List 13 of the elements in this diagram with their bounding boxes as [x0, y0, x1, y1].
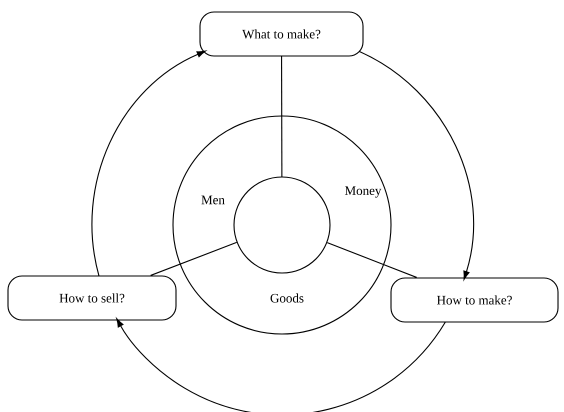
ring-label: Goods	[270, 293, 304, 303]
arrow	[91, 50, 206, 276]
ring-label: Men	[201, 196, 225, 204]
spoke-line	[327, 242, 417, 278]
spoke-line	[150, 242, 237, 276]
spoke-line	[281, 56, 282, 176]
arrow	[116, 318, 446, 412]
center-circle	[233, 176, 331, 274]
process-box: What to make?	[199, 11, 364, 57]
process-box: How to make?	[390, 277, 559, 323]
arrow	[359, 51, 474, 280]
ring-label: Money	[344, 186, 382, 198]
process-box: How to sell?	[7, 275, 177, 321]
